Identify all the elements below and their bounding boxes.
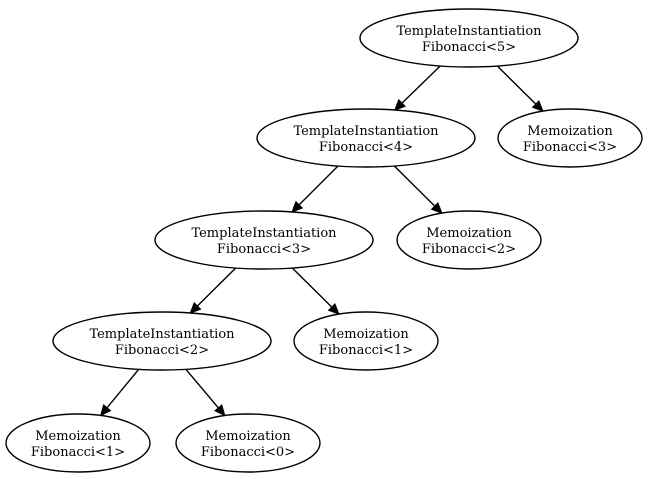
node-label-line1: TemplateInstantiation xyxy=(89,327,235,342)
node-ellipse xyxy=(175,413,321,473)
arrowhead-icon xyxy=(189,301,202,314)
edge-n5-to-m3 xyxy=(496,65,544,112)
node-ellipse xyxy=(154,210,374,270)
node-label-line1: Memoization xyxy=(527,124,613,139)
node-label-line1: TemplateInstantiation xyxy=(293,124,439,139)
node-label-line2: Fibonacci<3> xyxy=(217,242,311,257)
node-label-line2: Fibonacci<4> xyxy=(319,140,413,155)
node-label-line2: Fibonacci<1> xyxy=(31,445,125,460)
edge-line xyxy=(185,368,219,409)
node-ellipse xyxy=(293,311,439,371)
node-label-line1: Memoization xyxy=(205,429,291,444)
node-ellipse xyxy=(52,311,272,371)
edges-layer xyxy=(99,65,544,417)
node-ellipse xyxy=(396,210,542,270)
edge-n3-to-n2 xyxy=(189,267,237,314)
edge-line xyxy=(291,267,333,308)
node-label-line2: Fibonacci<5> xyxy=(422,40,516,55)
edge-n3-to-m1a xyxy=(291,267,340,315)
node-ellipse xyxy=(256,108,476,168)
arrowhead-icon xyxy=(214,404,226,417)
node-ellipse xyxy=(5,413,151,473)
node-label-line1: TemplateInstantiation xyxy=(396,24,542,39)
arrowhead-icon xyxy=(327,303,340,315)
node-label-line1: TemplateInstantiation xyxy=(191,226,337,241)
edge-n5-to-n4 xyxy=(393,65,441,111)
node-ellipse xyxy=(497,108,643,168)
edge-n2-to-m1b xyxy=(99,368,140,417)
node-label-line2: Fibonacci<2> xyxy=(422,242,516,257)
edge-line xyxy=(106,368,140,409)
edge-n2-to-m0 xyxy=(185,368,226,417)
arrowhead-icon xyxy=(393,98,406,111)
arrowhead-icon xyxy=(99,404,112,417)
arrowhead-icon xyxy=(531,100,544,112)
edge-line xyxy=(393,165,436,207)
node-label-line1: Memoization xyxy=(323,327,409,342)
node-label-line1: Memoization xyxy=(35,429,121,444)
edge-line xyxy=(496,65,537,105)
node-ellipse xyxy=(359,8,579,68)
arrowhead-icon xyxy=(291,200,304,213)
edge-n4-to-m2 xyxy=(393,165,443,214)
node-label-line2: Fibonacci<0> xyxy=(201,445,295,460)
node-label-line1: Memoization xyxy=(426,226,512,241)
edge-line xyxy=(401,65,441,104)
edge-n4-to-n3 xyxy=(291,165,339,213)
arrowhead-icon xyxy=(430,202,443,214)
edge-line xyxy=(298,165,339,206)
nodes-layer: TemplateInstantiationFibonacci<5>Templat… xyxy=(5,8,643,473)
edge-line xyxy=(196,267,237,307)
node-label-line2: Fibonacci<3> xyxy=(523,140,617,155)
node-label-line2: Fibonacci<1> xyxy=(319,343,413,358)
node-label-line2: Fibonacci<2> xyxy=(115,343,209,358)
